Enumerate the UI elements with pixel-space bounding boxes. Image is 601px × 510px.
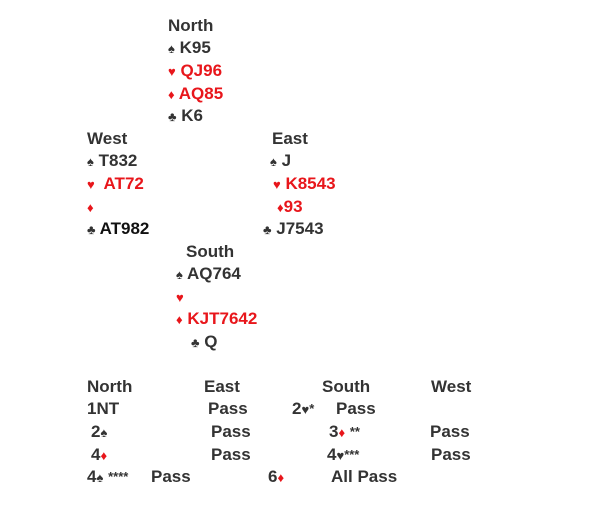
- north-hearts: ♥ QJ96: [168, 61, 223, 80]
- bid-pass: Pass: [336, 399, 376, 418]
- spade-icon: ♠: [100, 425, 108, 440]
- bid-1nt: 1NT: [87, 399, 120, 418]
- heart-icon: ♥: [176, 290, 184, 305]
- north-label: North: [168, 16, 214, 35]
- west-clubs: ♣ AT982: [87, 219, 150, 238]
- heart-icon: ♥: [87, 177, 95, 192]
- bid-pass: Pass: [208, 399, 248, 418]
- bid-4d: 4♦: [91, 445, 108, 464]
- auction-header-north: North: [87, 377, 133, 396]
- bid-3d: 3♦ **: [329, 422, 360, 441]
- auction-header-west: West: [431, 377, 472, 396]
- spade-icon: ♠: [176, 267, 183, 282]
- spade-icon: ♠: [96, 470, 104, 485]
- north-spades: ♠ K95: [168, 38, 211, 57]
- auction-header-east: East: [204, 377, 240, 396]
- heart-icon: ♥: [168, 64, 176, 79]
- spade-icon: ♠: [168, 41, 175, 56]
- club-icon: ♣: [191, 335, 200, 350]
- diamond-icon: ♦: [100, 448, 108, 463]
- spade-icon: ♠: [270, 154, 277, 169]
- bid-pass: Pass: [151, 467, 191, 486]
- heart-icon: ♥: [273, 177, 281, 192]
- east-label: East: [272, 129, 308, 148]
- diamond-icon: ♦: [168, 87, 175, 102]
- diamond-icon: ♦: [277, 470, 285, 485]
- diamond-icon: ♦: [176, 312, 183, 327]
- east-spades: ♠ J: [270, 151, 292, 170]
- west-hearts: ♥ AT72: [87, 174, 144, 193]
- bid-4s: 4♠ ****: [87, 467, 129, 486]
- bid-all-pass: All Pass: [331, 467, 398, 486]
- bid-pass: Pass: [211, 445, 251, 464]
- south-label: South: [186, 242, 235, 261]
- north-diamonds: ♦ AQ85: [168, 84, 224, 103]
- bid-4h: 4♥***: [327, 445, 360, 464]
- west-label: West: [87, 129, 128, 148]
- east-clubs: ♣ J7543: [263, 219, 324, 238]
- bid-pass: Pass: [211, 422, 251, 441]
- diamond-icon: ♦: [338, 425, 346, 440]
- north-clubs: ♣ K6: [168, 106, 203, 125]
- west-spades: ♠ T832: [87, 151, 138, 170]
- diamond-icon: ♦: [277, 200, 284, 215]
- south-diamonds: ♦ KJT7642: [176, 309, 258, 328]
- club-icon: ♣: [87, 222, 96, 237]
- south-clubs: ♣ Q: [191, 332, 218, 351]
- east-diamonds: ♦93: [277, 197, 303, 216]
- bid-6d: 6♦: [268, 467, 285, 486]
- bid-pass: Pass: [431, 445, 471, 464]
- diamond-icon: ♦: [87, 200, 94, 215]
- south-spades: ♠ AQ764: [176, 264, 241, 283]
- heart-icon: ♥: [301, 402, 310, 417]
- heart-icon: ♥: [336, 448, 345, 463]
- auction-header-south: South: [322, 377, 371, 396]
- bid-2s: 2♠: [91, 422, 108, 441]
- club-icon: ♣: [168, 109, 177, 124]
- west-diamonds: ♦: [87, 197, 98, 218]
- bid-pass: Pass: [430, 422, 470, 441]
- south-hearts: ♥: [176, 287, 188, 308]
- bid-2h: 2♥*: [292, 399, 315, 418]
- east-hearts: ♥ K8543: [273, 174, 336, 193]
- club-icon: ♣: [263, 222, 272, 237]
- spade-icon: ♠: [87, 154, 94, 169]
